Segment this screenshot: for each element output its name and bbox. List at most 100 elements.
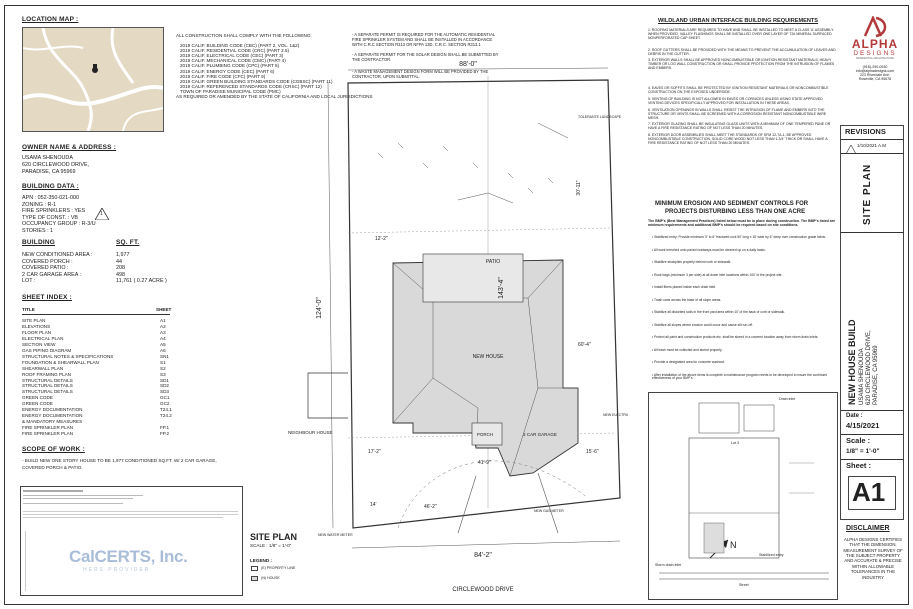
sheet-index-sheet: GC2 [160, 401, 170, 407]
label-tolerant: TOLERANTE LANDSCAPE [578, 115, 622, 119]
date-label: Date : [846, 413, 863, 419]
scope-text-2: COVERED PORCH & PATIO. [22, 465, 83, 470]
label-street: CIRCLEWOOD DRIVE [452, 587, 513, 593]
label-electric: NEW ELECTRICAL PANEL [603, 413, 628, 417]
project-owner: USAMA SHENOUDA [859, 348, 865, 405]
owner-address-2: PARADISE, CA 95969 [22, 169, 76, 175]
sheet-index-col1: TITLE [22, 307, 35, 312]
building-data-row: ZONING : R-1 [22, 201, 57, 208]
sheet-number: A1 [852, 477, 886, 507]
sheet-index-sheet: FP.2 [160, 431, 170, 437]
tree-markers [377, 122, 569, 204]
sheet-index-title: STRUCTURAL NOTES & SPECIFICATIONS [22, 353, 114, 359]
sheet-index-title: SHEARWALL PLAN [22, 365, 64, 371]
sheet-index-sheet: T24.2 [160, 413, 172, 419]
area-value: 44 [116, 258, 122, 265]
project-title: NEW HOUSE BUILD [847, 319, 857, 406]
revision-tag: 1 [100, 211, 103, 217]
erosion-lot-label: Lot 3 [731, 441, 739, 445]
sheet-index-sheet: A5 [160, 341, 166, 347]
disclaimer-text: ALPHA DESIGNS CERTIFIES THAT THE DIMENSI… [843, 537, 903, 580]
dim-setback-right: 30'-11" [576, 180, 582, 195]
code-item: 2019 CALIF. FIRE CODE (CFC) (PART 9) [180, 73, 266, 79]
code-item: TOWN OF PARADISE MUNICIPAL CODE (PMC) [180, 88, 281, 94]
dim-e: 41'-9" [478, 460, 491, 466]
building-data-row: TYPE OF CONST. : VB [22, 214, 79, 221]
porch-area [471, 422, 503, 446]
code-item: 2019 CALIF. PLUMBING CODE (CPC) (PART 5) [180, 63, 280, 69]
legend-swatch-1 [251, 566, 258, 571]
calcerts-name: CalCERTS, Inc. [69, 547, 188, 566]
erosion-item: • Rock bags (minimum 3 per side) at all … [652, 272, 783, 277]
sheet-index-title: FLOOR PLAN [22, 329, 52, 335]
building-data-row: OCCUPANCY GROUP : R-3/U [22, 221, 96, 228]
label-neighbour: NEIGHBOUR HOUSE [288, 430, 333, 435]
sheet-index-title: GREEN CODE [22, 401, 53, 407]
site-scale: SCALE : 1/8" = 1'-0" [250, 543, 292, 548]
erosion-item: • Install fibers placed inside each drai… [652, 285, 717, 289]
erosion-item: • Stabilized entry: Provide minimum 3" t… [652, 235, 827, 239]
sheet-index-title: ELEVATIONS [22, 323, 51, 329]
driveway-left [457, 475, 477, 534]
sheet-index-sheet: A2 [160, 323, 166, 329]
code-item: 2019 CALIF. RESIDENTIAL CODE (CRC) (PART… [180, 48, 290, 54]
brand-tagline: RESIDENTIAL ARCHITECTURE [856, 57, 894, 60]
dim-g: 60'-4" [578, 342, 591, 348]
brand-name-2: DESIGNS [853, 50, 897, 57]
erosion-storm-label: Storm drain inlet [655, 563, 682, 567]
permit-note: - A SEPARATE PERMIT IS REQUIRED FOR THE … [352, 32, 495, 47]
revisions-title: REVISIONS [845, 127, 886, 136]
areas-col2: SQ. FT. [116, 239, 140, 246]
sheet-index-sheet: S3 [160, 371, 166, 377]
neighbour-house [307, 372, 348, 419]
sheet-index-rule [22, 314, 170, 315]
erosion-title-2: PROJECTS DISTURBING LESS THAN ONE ACRE [665, 209, 806, 215]
disclaimer-title: DISCLAIMER [846, 525, 890, 532]
scope-text-1: - BUILD NEW ONE STORY HOUSE TO BE 1,977 … [22, 458, 217, 463]
legend-item-2: (N) HOUSE [261, 576, 280, 580]
sheet-index-title: FOUNDATION & SHEARWALL PLAN [22, 359, 99, 365]
erosion-item: • All work trenched onto paved roadways … [652, 247, 766, 252]
alpha-logo: ALPHA DESIGNS RESIDENTIAL ARCHITECTURE (… [846, 16, 904, 116]
revision-triangle: 1 [94, 207, 110, 221]
sheet-index-sheet: T24.1 [160, 407, 172, 413]
location-map [22, 27, 164, 132]
erosion-entry-label: Stabilized entry [759, 553, 784, 557]
site-title: SITE PLAN [250, 532, 298, 542]
sheet-index-col2: SHEET [156, 307, 172, 312]
owner-address-1: 620 CIRCLEWOOD DRIVE, [22, 162, 90, 168]
wui-item: 7. EXTERIOR GLAZING SHALL BE INSULATING … [648, 122, 831, 131]
sheet-index-title: & MANDATORY MEASURES [22, 419, 83, 425]
contact-address-2: Roseville, CA 95678 [858, 77, 892, 81]
sheet-index-title: FIRE SPRINKLER PLAN [22, 431, 74, 437]
property-line [347, 79, 621, 529]
label-patio: PATIO [486, 259, 500, 265]
sheet-index-sheet: SD1 [160, 377, 169, 383]
erosion-title-1: MINIMUM EROSION AND SEDIMENT CONTROLS FO… [655, 201, 809, 207]
sheet-index-sheet: SN1 [160, 353, 169, 359]
project-address-2: PARADISE, CA 95969 [873, 345, 879, 405]
legend-item-1: (E) PROPERTY LINE [261, 566, 296, 570]
sheet-index-title: SECTION VIEW [22, 341, 56, 347]
scale-value: 1/8" = 1'-0" [846, 448, 880, 455]
drawing-sheet [4, 5, 909, 605]
erosion-item: • Stabilize stockpiles properly behind c… [652, 260, 732, 264]
sheet-index-sheet: SD3 [160, 389, 169, 395]
dim-b: 17'-2" [368, 449, 381, 455]
contact-address-1: 223 Riverdale Ave, [859, 73, 891, 77]
area-label: COVERED PORCH : [22, 258, 73, 265]
sheet-index-sheet: FP.1 [160, 425, 170, 431]
title-block [840, 125, 904, 520]
sheet-index-title: SHEET INDEX : [22, 294, 72, 301]
contact-email: info@alphadesigns.com [855, 69, 895, 73]
sheet-index-title: ELECTRICAL PLAN [22, 335, 64, 341]
building-data-title: BUILDING DATA : [22, 183, 80, 190]
calcerts-panel: CalCERTS, Inc. HERS PROVIDER [20, 486, 243, 596]
erosion-item: • All trash must be collected and stored… [652, 347, 723, 352]
building-data-row: APN : 052-350-021-000 [22, 195, 79, 201]
area-label: COVERED PATIO : [22, 265, 69, 272]
calcerts-sub: HERS PROVIDER [83, 567, 151, 573]
dim-c: 14' [370, 502, 377, 508]
code-intro: ALL CONSTRUCTION SHALL COMPLY WITH THE F… [176, 33, 312, 38]
sheet-index-sheet: SD2 [160, 383, 169, 389]
